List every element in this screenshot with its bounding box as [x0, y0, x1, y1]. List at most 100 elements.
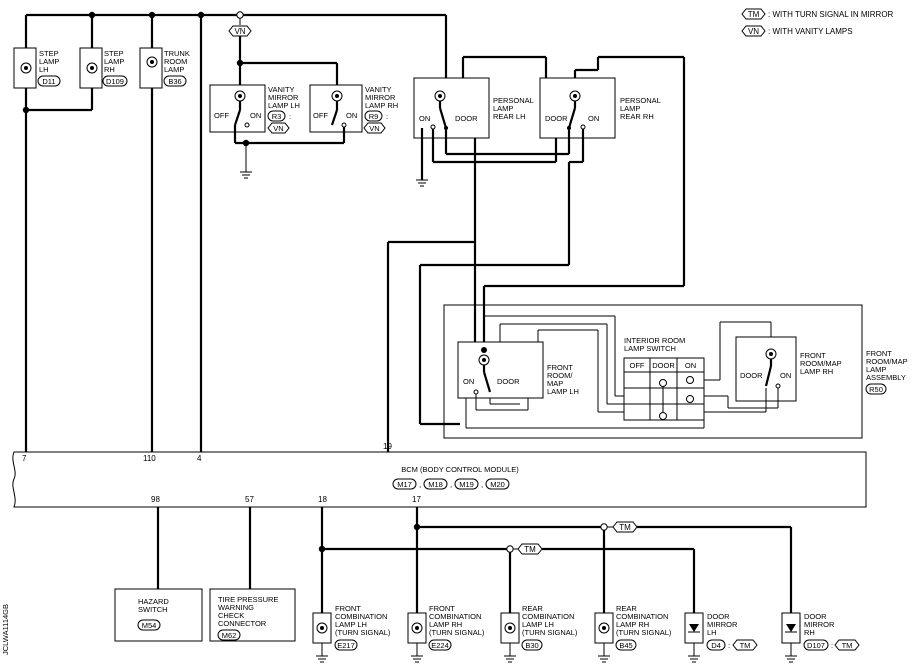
svg-text:(TURN SIGNAL): (TURN SIGNAL)	[335, 628, 391, 637]
svg-text:LAMP RH: LAMP RH	[800, 367, 833, 376]
svg-text:LAMP RH: LAMP RH	[365, 101, 398, 110]
personal-lamp-rear-rh: DOOR ON PERSONAL LAMP REAR RH	[482, 55, 686, 353]
connector-m54: M54	[142, 621, 157, 630]
svg-text:COMBINATION: COMBINATION	[429, 612, 481, 621]
connector-r3: R3	[272, 112, 282, 121]
connector-b30: B30	[525, 641, 538, 650]
svg-text:CONNECTOR: CONNECTOR	[218, 619, 267, 628]
svg-text:FRONT: FRONT	[335, 604, 361, 613]
svg-text:OFF: OFF	[630, 361, 645, 370]
interior-room-lamp-switch: INTERIOR ROOM LAMP SWITCH OFF DOOR ON	[623, 336, 705, 421]
svg-text:LAMP LH: LAMP LH	[268, 101, 300, 110]
svg-text:MIRROR: MIRROR	[707, 620, 738, 629]
svg-text:57: 57	[245, 495, 254, 504]
svg-text:REAR LH: REAR LH	[493, 112, 526, 121]
svg-text:CHECK: CHECK	[218, 611, 244, 620]
connector-r9: R9	[369, 112, 379, 121]
svg-text:ON: ON	[419, 114, 430, 123]
svg-text::: :	[831, 641, 833, 650]
personal-lamp-wiring	[386, 129, 585, 452]
svg-text:FRONT: FRONT	[429, 604, 455, 613]
connector-d4: D4	[711, 641, 721, 650]
svg-text:LAMP LH: LAMP LH	[522, 620, 554, 629]
front-room-map-lamp-assembly: FRONT ROOM/MAP LAMP ASSEMBLY R50	[443, 304, 908, 439]
svg-text:7: 7	[22, 454, 27, 463]
svg-text::: :	[289, 112, 291, 121]
rear-combination-lamp-lh: REAR COMBINATION LAMP LH (TURN SIGNAL) B…	[500, 604, 578, 663]
svg-text:ROOM/MAP: ROOM/MAP	[866, 357, 908, 366]
svg-text:OFF: OFF	[313, 111, 328, 120]
svg-text:LAMP SWITCH: LAMP SWITCH	[624, 344, 676, 353]
svg-text:COMBINATION: COMBINATION	[335, 612, 387, 621]
bcm-title: BCM (BODY CONTROL MODULE)	[401, 465, 519, 474]
svg-text:110: 110	[143, 454, 156, 463]
svg-text:LAMP LH: LAMP LH	[335, 620, 367, 629]
svg-text:LH: LH	[707, 628, 717, 637]
svg-text:DOOR: DOOR	[804, 612, 827, 621]
vanity-ground	[233, 125, 346, 179]
bcm-block: BCM (BODY CONTROL MODULE) M17 , M18 , M1…	[12, 442, 867, 508]
svg-text:18: 18	[318, 495, 327, 504]
connector-b36: B36	[168, 77, 181, 86]
svg-text:98: 98	[151, 495, 160, 504]
svg-text:MIRROR: MIRROR	[268, 93, 299, 102]
svg-text:LAMP: LAMP	[620, 104, 640, 113]
front-room-map-lamp-lh: ON DOOR FRONT ROOM/ MAP LAMP LH	[457, 341, 579, 399]
svg-text:,: ,	[481, 480, 483, 489]
assembly-internal-wiring	[465, 315, 779, 429]
tire-pressure-warning-check-connector: TIRE PRESSURE WARNING CHECK CONNECTOR M6…	[209, 507, 296, 642]
diagram-id: JCLWA1114GB	[1, 604, 10, 655]
svg-text:(TURN SIGNAL): (TURN SIGNAL)	[522, 628, 578, 637]
svg-text:DOOR: DOOR	[652, 361, 675, 370]
svg-text:ROOM: ROOM	[164, 57, 187, 66]
svg-text:MIRROR: MIRROR	[365, 93, 396, 102]
svg-text:STEP: STEP	[39, 49, 59, 58]
trunk-room-lamp: TRUNK ROOM LAMP B36	[139, 15, 190, 452]
door-mirror-rh: DOOR MIRROR RH D107 : TM	[781, 612, 860, 663]
connector-d11: D11	[42, 77, 55, 86]
svg-text:VN: VN	[369, 124, 379, 133]
svg-text:17: 17	[412, 495, 421, 504]
svg-text:LAMP: LAMP	[866, 365, 886, 374]
svg-text:ON: ON	[346, 111, 357, 120]
svg-text:COMBINATION: COMBINATION	[522, 612, 574, 621]
svg-text:ON: ON	[463, 377, 474, 386]
svg-text:LAMP RH: LAMP RH	[616, 620, 649, 629]
svg-text:LAMP: LAMP	[493, 104, 513, 113]
connector-r50: R50	[869, 385, 883, 394]
svg-text:INTERIOR ROOM: INTERIOR ROOM	[624, 336, 685, 345]
vanity-mirror-lamp-lh: OFF ON VANITY MIRROR LAMP LH R3 : VN	[209, 84, 300, 134]
svg-text:FRONT: FRONT	[800, 351, 826, 360]
connector-m18: M18	[428, 480, 443, 489]
tm-tag-lower: TM	[524, 545, 536, 554]
connector-m19: M19	[459, 480, 474, 489]
connector-e224: E224	[431, 641, 449, 650]
svg-text:RH: RH	[104, 65, 115, 74]
legend-vn-text: : WITH VANITY LAMPS	[768, 27, 853, 36]
svg-text:19: 19	[383, 442, 392, 451]
svg-text:REAR: REAR	[522, 604, 543, 613]
connector-m62: M62	[222, 631, 237, 640]
svg-text:DOOR: DOOR	[707, 612, 730, 621]
legend: TM : WITH TURN SIGNAL IN MIRROR VN : WIT…	[741, 8, 894, 37]
svg-text:HAZARD: HAZARD	[138, 597, 169, 606]
svg-text:DOOR: DOOR	[740, 371, 763, 380]
svg-text:PERSONAL: PERSONAL	[493, 96, 534, 105]
step-lamp-rh: STEP LAMP RH D109	[26, 15, 128, 112]
svg-text:,: ,	[450, 480, 452, 489]
svg-text:ROOM/MAP: ROOM/MAP	[800, 359, 842, 368]
connector-d107: D107	[807, 641, 825, 650]
svg-text:RH: RH	[804, 628, 815, 637]
svg-text:PERSONAL: PERSONAL	[620, 96, 661, 105]
svg-text:ON: ON	[685, 361, 696, 370]
connector-d109: D109	[106, 77, 124, 86]
svg-text:ASSEMBLY: ASSEMBLY	[866, 373, 906, 382]
vn-tag-top: VN	[234, 27, 245, 36]
svg-text:REAR: REAR	[616, 604, 637, 613]
svg-text::: :	[386, 112, 388, 121]
connector-b45: B45	[619, 641, 632, 650]
svg-text:TM: TM	[740, 641, 751, 650]
svg-text:LAMP: LAMP	[39, 57, 59, 66]
svg-text:FRONT: FRONT	[547, 363, 573, 372]
